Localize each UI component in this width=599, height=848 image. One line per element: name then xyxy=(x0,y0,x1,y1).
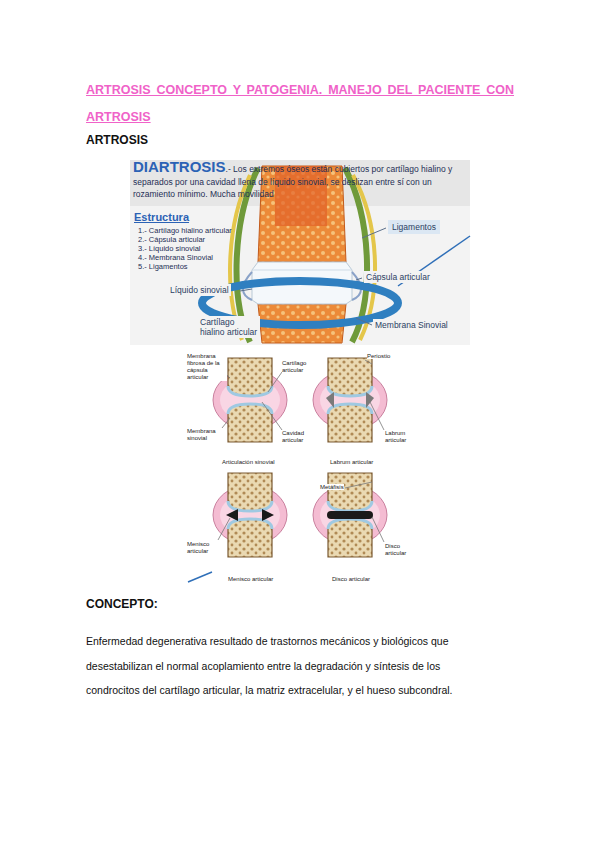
diagram-heading: DIARTROSIS xyxy=(133,158,226,175)
diagram-intro: DIARTROSIS.- Los extremos óseos están cu… xyxy=(133,162,467,200)
part-label: Membrana fibrosa de la cápsula articular xyxy=(187,353,227,381)
part-label: Menisco articular xyxy=(187,541,217,555)
caption-label: Menisco articular xyxy=(228,576,273,582)
section-heading: ARTROSIS xyxy=(86,133,148,147)
part-label: Cartílago articular xyxy=(282,360,316,374)
part-label: Cápsula articular xyxy=(364,271,432,283)
structure-item: 4.- Membrana Sinovial xyxy=(138,253,213,262)
body-paragraph: Enfermedad degenerativa resultado de tra… xyxy=(86,629,496,703)
part-label: Disco articular xyxy=(385,543,415,557)
structure-item: 2.- Cápsula articular xyxy=(138,235,205,244)
part-label: Líquido sinovial xyxy=(168,284,231,296)
page-title: ARTROSIS CONCEPTO Y PATOGENIA. MANEJO DE… xyxy=(86,77,514,131)
part-label: Membrana Sinovial xyxy=(373,319,450,331)
caption-label: Disco articular xyxy=(332,576,370,582)
part-label: Metáfisis xyxy=(320,484,344,490)
caption-label: Articulación sinovial xyxy=(222,459,275,465)
part-label: Periostio xyxy=(367,353,390,359)
part-label: Membrana sinovial xyxy=(187,428,223,442)
part-label: Ligamentos xyxy=(388,220,440,234)
structure-item: 5.- Ligamentos xyxy=(138,262,188,271)
section-heading: CONCEPTO: xyxy=(86,597,158,611)
caption-label: Labrum articular xyxy=(330,459,373,465)
structure-item: 1.- Cartílago hialino articular xyxy=(138,226,232,235)
part-label: Cartílago hialino articular xyxy=(198,316,260,338)
structure-heading: Estructura xyxy=(134,211,189,223)
part-label: Cavidad articular xyxy=(282,430,316,444)
structure-item: 3.- Líquido sinovial xyxy=(138,244,201,253)
part-label: Labrum articular xyxy=(385,430,415,444)
